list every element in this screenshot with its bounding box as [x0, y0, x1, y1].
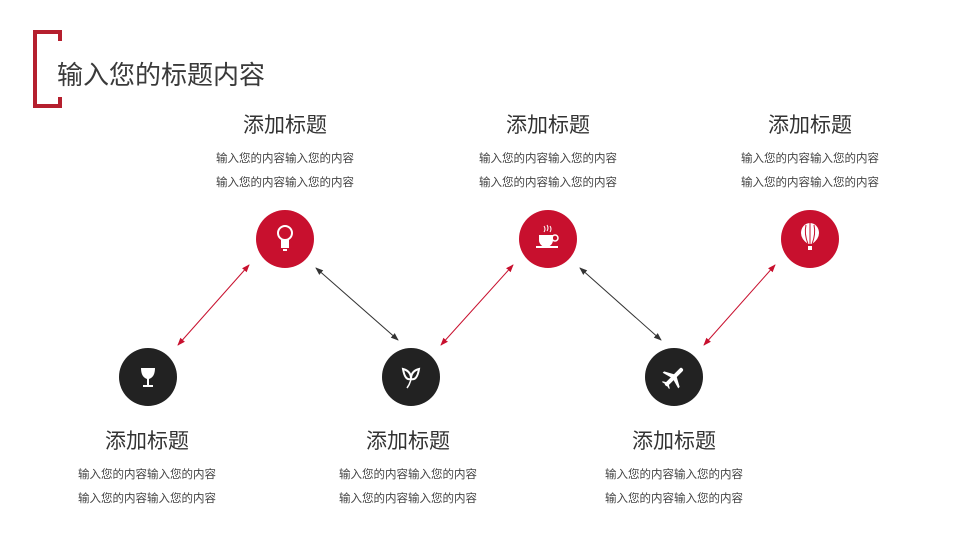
item-text: 输入您的内容输入您的内容 — [78, 467, 216, 481]
coffee-cup-icon — [536, 224, 559, 248]
circle-airplane — [645, 348, 703, 406]
item-text: 输入您的内容输入您的内容 — [605, 467, 743, 481]
item-text: 输入您的内容输入您的内容 — [741, 175, 879, 189]
circle-lightbulb — [256, 210, 314, 268]
circle-coffee — [519, 210, 577, 268]
text-block-6: 添加标题输入您的内容输入您的内容输入您的内容输入您的内容 — [554, 426, 794, 510]
title-bracket-left — [33, 30, 37, 108]
item-text: 输入您的内容输入您的内容 — [479, 175, 617, 189]
circle-leaves — [382, 348, 440, 406]
slide-title: 输入您的标题内容 — [57, 61, 266, 91]
item-title: 添加标题 — [632, 429, 716, 453]
leaves-icon — [401, 367, 421, 389]
title-bracket-bottom-tick — [58, 97, 62, 108]
arrow-3 — [440, 264, 514, 346]
arrow-2 — [315, 267, 399, 341]
item-text: 输入您的内容输入您的内容 — [605, 491, 743, 505]
title-bracket-bottom — [33, 104, 62, 108]
item-title: 添加标题 — [506, 113, 590, 137]
item-text: 输入您的内容输入您的内容 — [479, 151, 617, 165]
item-title: 添加标题 — [105, 429, 189, 453]
wine-glass-icon — [141, 368, 155, 387]
item-title: 添加标题 — [243, 113, 327, 137]
text-block-2: 添加标题输入您的内容输入您的内容输入您的内容输入您的内容 — [428, 110, 668, 194]
circle-balloon — [781, 210, 839, 268]
item-text: 输入您的内容输入您的内容 — [216, 175, 354, 189]
arrow-1 — [177, 264, 250, 346]
item-text: 输入您的内容输入您的内容 — [216, 151, 354, 165]
item-title: 添加标题 — [768, 113, 852, 137]
lightbulb-icon — [277, 225, 293, 251]
text-block-3: 添加标题输入您的内容输入您的内容输入您的内容输入您的内容 — [690, 110, 930, 194]
title-bracket-top-tick — [58, 30, 62, 41]
text-block-4: 添加标题输入您的内容输入您的内容输入您的内容输入您的内容 — [27, 426, 267, 510]
text-block-1: 添加标题输入您的内容输入您的内容输入您的内容输入您的内容 — [165, 110, 405, 194]
arrow-5 — [703, 264, 776, 346]
item-title: 添加标题 — [366, 429, 450, 453]
item-text: 输入您的内容输入您的内容 — [741, 151, 879, 165]
airplane-icon — [661, 367, 684, 390]
item-text: 输入您的内容输入您的内容 — [339, 491, 477, 505]
arrow-4 — [579, 267, 662, 341]
title-bracket-top — [33, 30, 62, 34]
item-text: 输入您的内容输入您的内容 — [78, 491, 216, 505]
item-text: 输入您的内容输入您的内容 — [339, 467, 477, 481]
hot-air-balloon-icon — [801, 223, 819, 250]
circle-wine — [119, 348, 177, 406]
text-block-5: 添加标题输入您的内容输入您的内容输入您的内容输入您的内容 — [288, 426, 528, 510]
